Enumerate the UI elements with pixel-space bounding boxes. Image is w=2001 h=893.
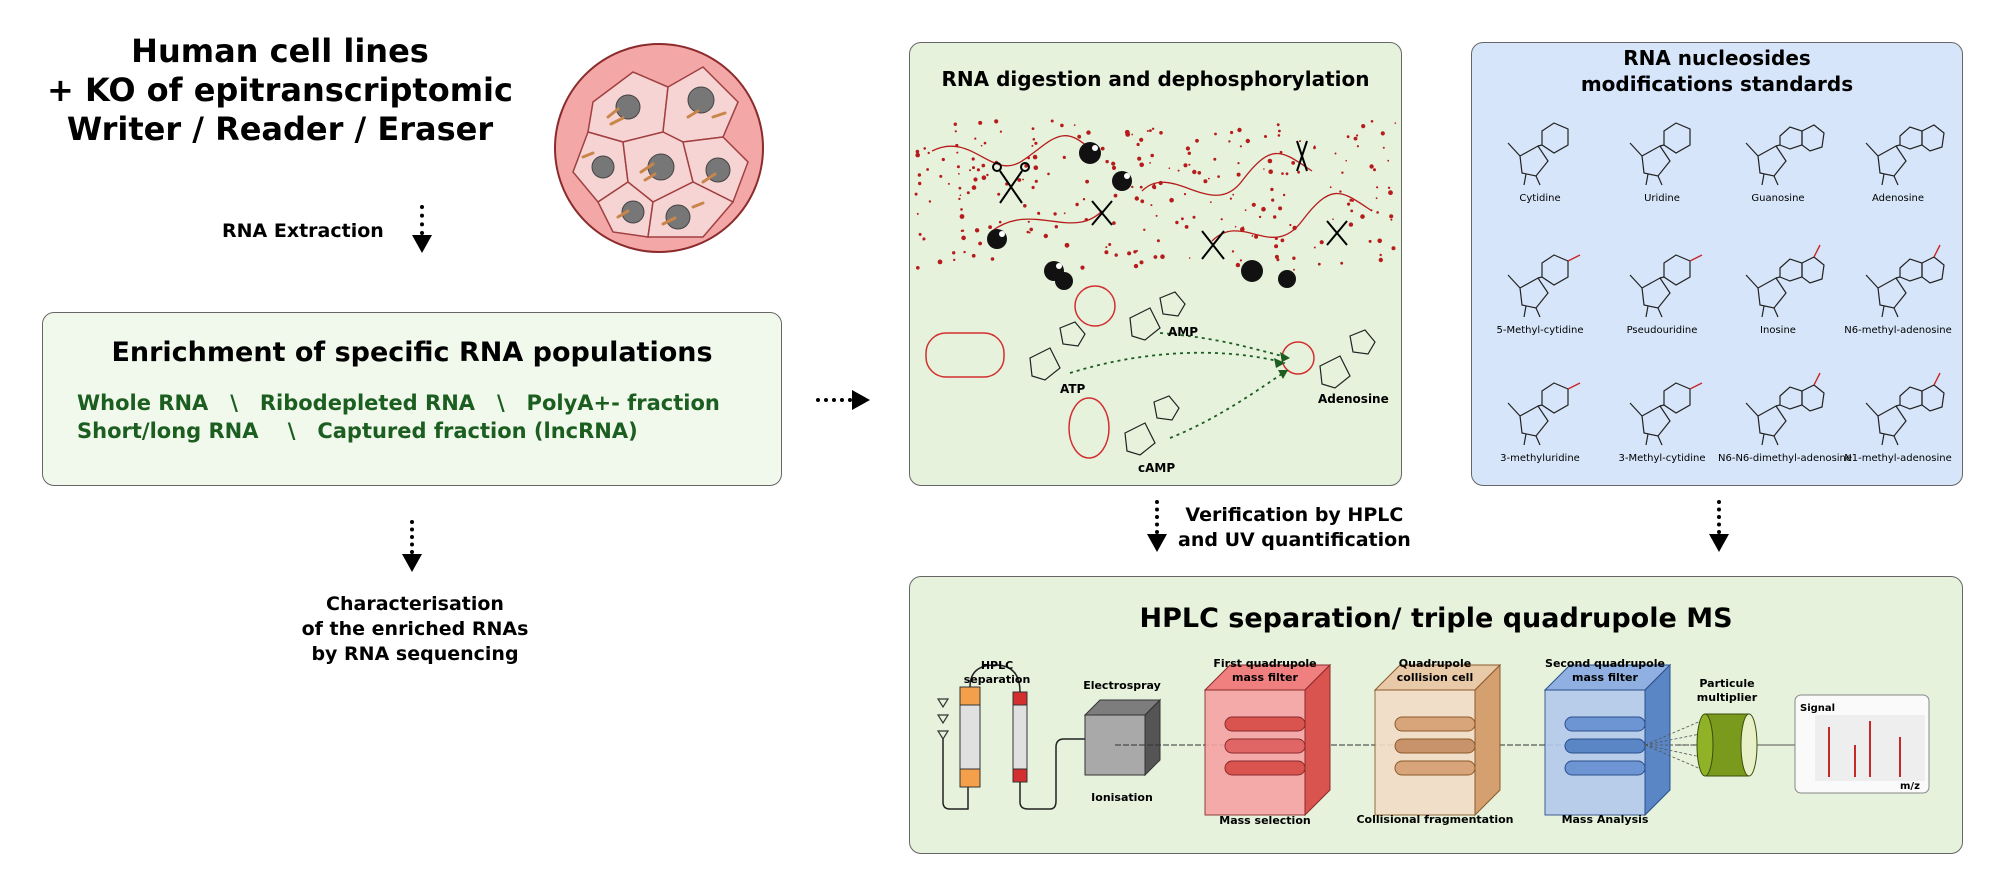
nucleoside-label: Inosine (1760, 325, 1796, 336)
solvent-reservoir-icon (936, 698, 950, 741)
atp-label: ATP (1060, 382, 1086, 396)
collision-cell-icon (1373, 663, 1502, 817)
nucleoside-structure: N1-methyl-adenosine (1838, 361, 1958, 464)
nucleoside-structure: 3-Methyl-cytidine (1602, 361, 1722, 464)
verification-label: Verification by HPLC and UV quantificati… (1178, 503, 1411, 553)
first-quadrupole-icon (1203, 663, 1332, 817)
standards-panel: RNA nucleosides modifications standards … (1471, 42, 1963, 486)
nucleoside-label: Adenosine (1871, 193, 1925, 204)
second-quadrupole-label: Second quadrupole mass filter (1545, 657, 1665, 684)
nucleoside-label: Cytidine (1519, 193, 1561, 204)
nucleoside-structure: Uridine (1602, 101, 1722, 204)
particle-multiplier-icon (1696, 713, 1758, 777)
characterisation-label: Characterisation of the enriched RNAs by… (270, 592, 560, 667)
collisional-fragmentation-label: Collisional fragmentation (1356, 813, 1514, 826)
enzyme-icons (987, 142, 1296, 290)
adenosine-label: Adenosine (1318, 392, 1389, 406)
ionisation-label: Ionisation (1091, 791, 1153, 804)
signal-label: Signal (1800, 703, 1835, 714)
title-line: Writer / Reader / Eraser (66, 110, 494, 148)
verification-line: and UV quantification (1178, 529, 1411, 551)
nucleoside-structure: Cytidine (1480, 101, 1600, 204)
nucleoside-structure: Adenosine (1838, 101, 1958, 204)
nucleoside-label: N1-methyl-adenosine (1844, 453, 1952, 464)
nucleoside-label: N6-methyl-adenosine (1844, 325, 1952, 336)
first-quadrupole-label: First quadrupole mass filter (1213, 657, 1317, 684)
hplc-column-icon (959, 686, 1028, 788)
cell-culture-illustration (554, 43, 764, 253)
characterisation-line: Characterisation (326, 593, 504, 615)
right-arrow (816, 390, 872, 410)
mz-label: m/z (1900, 781, 1920, 792)
page-title: Human cell lines + KO of epitranscriptom… (40, 32, 520, 149)
rna-extraction-label: RNA Extraction (222, 220, 384, 242)
particle-multiplier-label: Particule multiplier (1696, 677, 1758, 704)
enrichment-populations-line: Short/long RNA \ Captured fraction (lncR… (77, 419, 638, 443)
collision-cell-label: Quadrupole collision cell (1396, 657, 1474, 684)
nucleoside-structure: Inosine (1718, 233, 1838, 336)
enrichment-title: Enrichment of specific RNA populations (111, 337, 713, 368)
mass-selection-label: Mass selection (1219, 814, 1311, 827)
dephosphorylation-scheme: AMP ATP cAMP Adenosine (925, 285, 1389, 475)
nucleoside-label: 5-Methyl-cytidine (1496, 325, 1584, 336)
nucleoside-label: Uridine (1644, 193, 1680, 204)
electrospray-label: Electrospray (1083, 679, 1161, 692)
nucleoside-label: 3-Methyl-cytidine (1618, 453, 1706, 464)
title-line: Human cell lines (131, 32, 429, 70)
verification-line: Verification by HPLC (1185, 504, 1404, 526)
nucleotide-dots (914, 119, 1397, 271)
electrospray-icon (1083, 698, 1162, 777)
nucleoside-structure: 5-Methyl-cytidine (1480, 233, 1600, 336)
digestion-panel: RNA digestion and dephosphorylation (909, 42, 1402, 486)
nucleoside-structure: 3-methyluridine (1480, 361, 1600, 464)
nucleoside-structure: Guanosine (1718, 101, 1838, 204)
second-quadrupole-icon (1543, 663, 1672, 817)
standards-title-line: RNA nucleosides (1623, 46, 1811, 70)
signal-spectrum-icon: Signal m/z (1794, 694, 1930, 794)
ms-instrument-diagram: Signal m/z (936, 663, 1930, 817)
enrichment-panel: Enrichment of specific RNA populations W… (42, 312, 782, 486)
hplc-ms-panel: HPLC separation/ triple quadrupole MS (909, 576, 1963, 854)
amp-label: AMP (1168, 325, 1198, 339)
camp-label: cAMP (1138, 461, 1175, 475)
nucleoside-structure: N6-N6-dimethyl-adenosine (1718, 361, 1853, 464)
nucleoside-label: Guanosine (1751, 193, 1805, 204)
rna-digestion-illustration (914, 119, 1397, 290)
characterisation-line: by RNA sequencing (311, 643, 519, 665)
title-line: + KO of epitranscriptomic (47, 71, 513, 109)
nucleoside-label: 3-methyluridine (1500, 453, 1580, 464)
enrichment-populations-line: Whole RNA \ Ribodepleted RNA \ PolyA+- f… (77, 391, 720, 415)
scissors-icons (992, 140, 1348, 260)
hplc-separation-label: HPLC separation (963, 659, 1031, 686)
digestion-title: RNA digestion and dephosphorylation (941, 67, 1370, 91)
down-arrow (1147, 500, 1167, 556)
characterisation-line: of the enriched RNAs (301, 618, 529, 640)
mass-analysis-label: Mass Analysis (1561, 813, 1649, 826)
nucleoside-structure: N6-methyl-adenosine (1838, 233, 1958, 336)
nucleoside-label: Pseudouridine (1626, 325, 1698, 336)
nucleoside-structure: Pseudouridine (1602, 233, 1722, 336)
down-arrow (1709, 500, 1729, 556)
hplc-ms-title: HPLC separation/ triple quadrupole MS (1139, 603, 1733, 634)
standards-title: RNA nucleosides modifications standards (1472, 45, 1962, 97)
down-arrow (412, 205, 432, 257)
standards-title-line: modifications standards (1580, 72, 1854, 96)
down-arrow (402, 520, 422, 576)
nucleoside-label: N6-N6-dimethyl-adenosine (1718, 453, 1853, 464)
